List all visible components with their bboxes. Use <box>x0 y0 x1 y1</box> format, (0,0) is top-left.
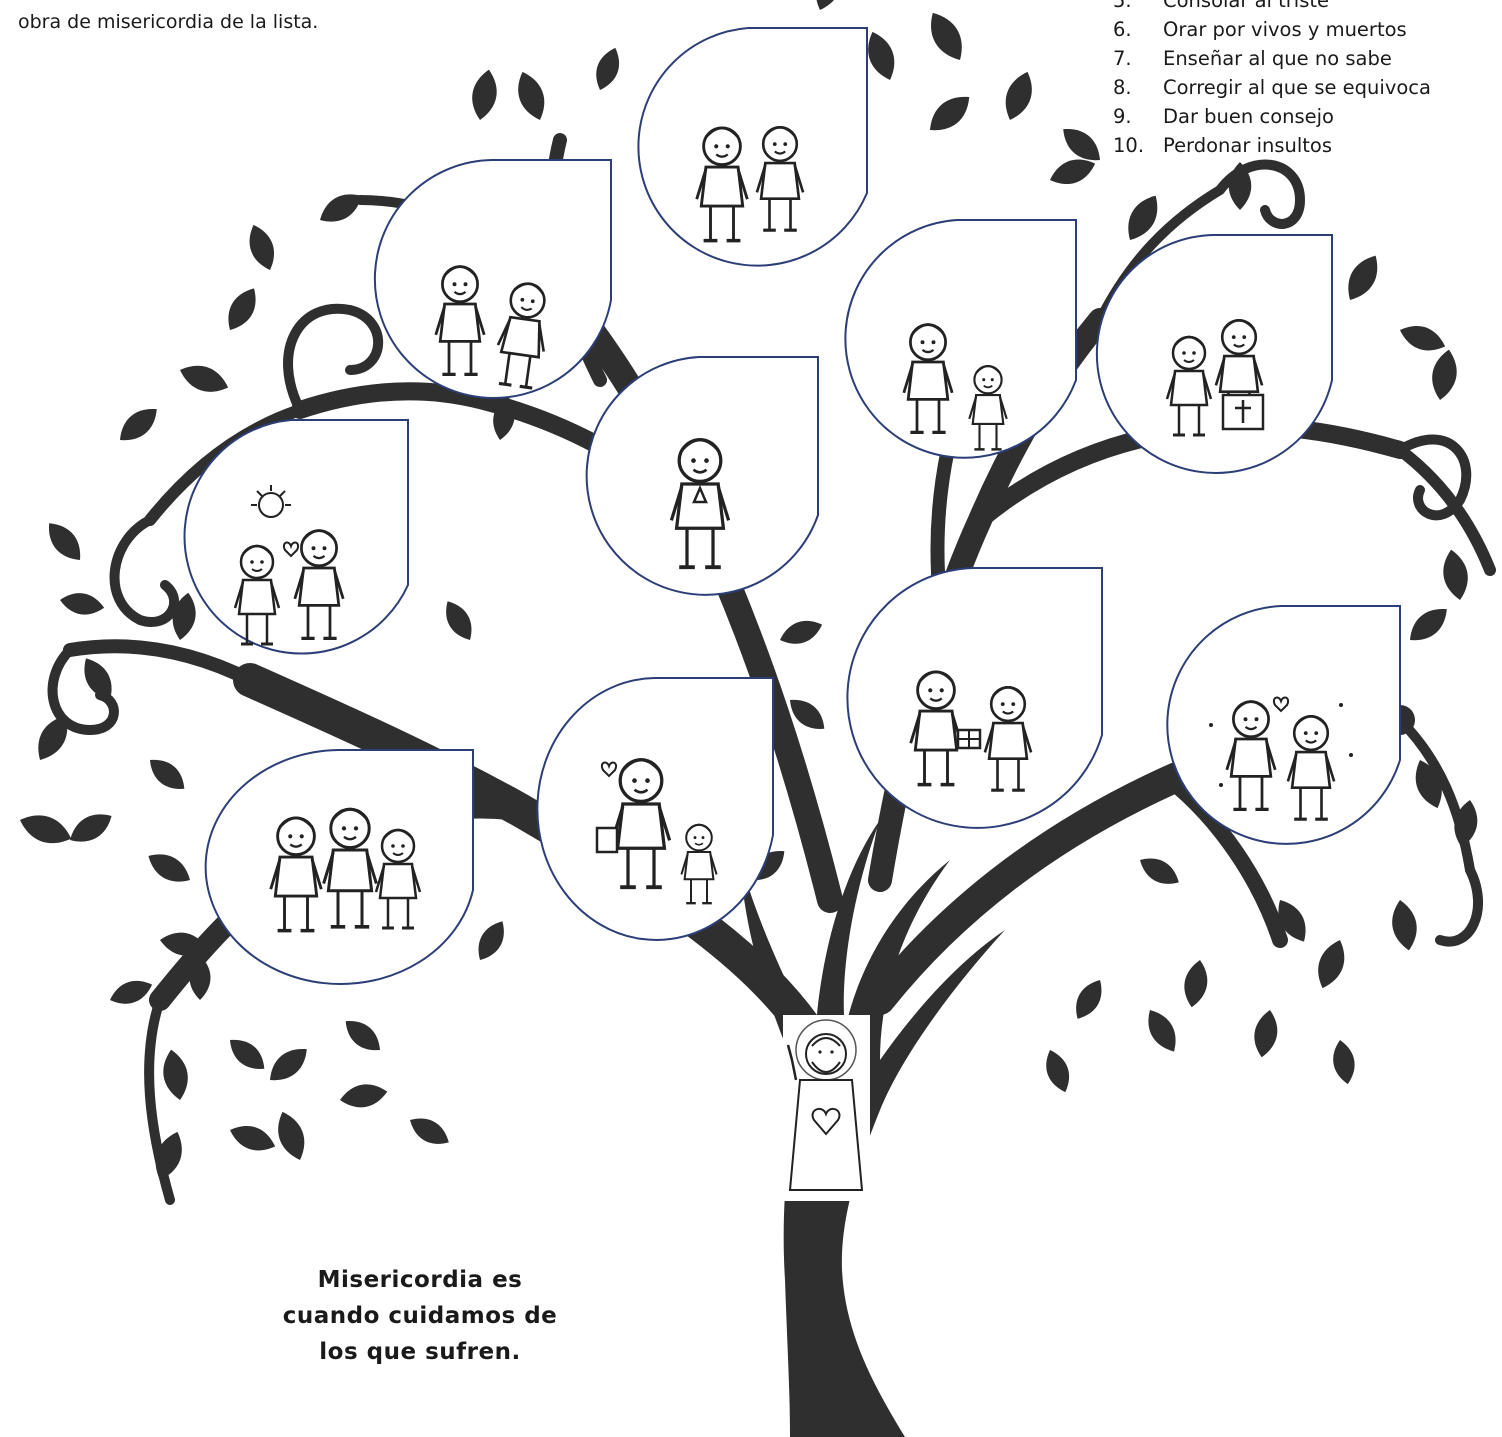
children-sharing-gifts-illustration <box>908 670 1033 792</box>
list-item-number: 8. <box>1113 76 1132 99</box>
list-item-number: 9. <box>1113 105 1132 128</box>
works-of-mercy-list: 5. Consolar al triste 6. Orar por vivos … <box>1113 0 1431 160</box>
list-item-label: Perdonar insultos <box>1163 134 1333 157</box>
bubble-9 <box>204 749 474 985</box>
bubbles <box>183 27 1401 985</box>
list-item: 10. Perdonar insultos <box>1113 131 1431 160</box>
mercy-caption: Misericordia es cuando cuidamos de los q… <box>240 1262 600 1370</box>
caption-line: Misericordia es <box>317 1267 523 1293</box>
boys-painting-fence-illustration <box>233 485 345 646</box>
girl-praying-illustration <box>669 437 731 570</box>
list-item: 8. Corregir al que se equivoca <box>1113 73 1431 102</box>
list-item-number: 5. <box>1113 0 1132 12</box>
bubble-10 <box>536 677 774 941</box>
tree-spirals <box>47 159 1483 947</box>
bubble-6 <box>585 356 819 596</box>
caption-line: cuando cuidamos de <box>282 1303 558 1329</box>
bubble-7 <box>846 567 1103 829</box>
bubble-3 <box>844 219 1077 459</box>
man-giving-drink-to-children-illustration <box>595 757 718 905</box>
list-item: 5. Consolar al triste <box>1113 0 1431 15</box>
bubble-1 <box>637 27 868 267</box>
list-item-label: Orar por vivos y muertos <box>1163 18 1407 41</box>
list-item-label: Enseñar al que no sabe <box>1163 47 1392 70</box>
list-item: 9. Dar buen consejo <box>1113 102 1431 131</box>
bubble-2 <box>373 159 612 399</box>
bubble-5 <box>183 419 409 655</box>
list-item-number: 10. <box>1113 134 1145 157</box>
list-item-label: Dar buen consejo <box>1163 105 1334 128</box>
tree-trunk <box>740 820 1005 1437</box>
list-item-number: 7. <box>1113 47 1132 70</box>
jesus-sacred-heart-illustration <box>783 1015 870 1201</box>
bubble-8 <box>1166 605 1401 845</box>
intro-text: obra de misericordia de la lista. <box>18 11 319 33</box>
list-item: 7. Enseñar al que no sabe <box>1113 44 1431 73</box>
list-item-number: 6. <box>1113 18 1132 41</box>
boy-helping-friend-in-snow-illustration <box>1209 696 1353 821</box>
caption-line: los que sufren. <box>319 1339 521 1365</box>
list-item: 6. Orar por vivos y muertos <box>1113 15 1431 44</box>
list-item-label: Consolar al triste <box>1163 0 1330 12</box>
children-reading-bible-illustration <box>1165 318 1265 437</box>
bubble-4 <box>1095 234 1333 474</box>
list-item-label: Corregir al que se equivoca <box>1163 76 1431 99</box>
